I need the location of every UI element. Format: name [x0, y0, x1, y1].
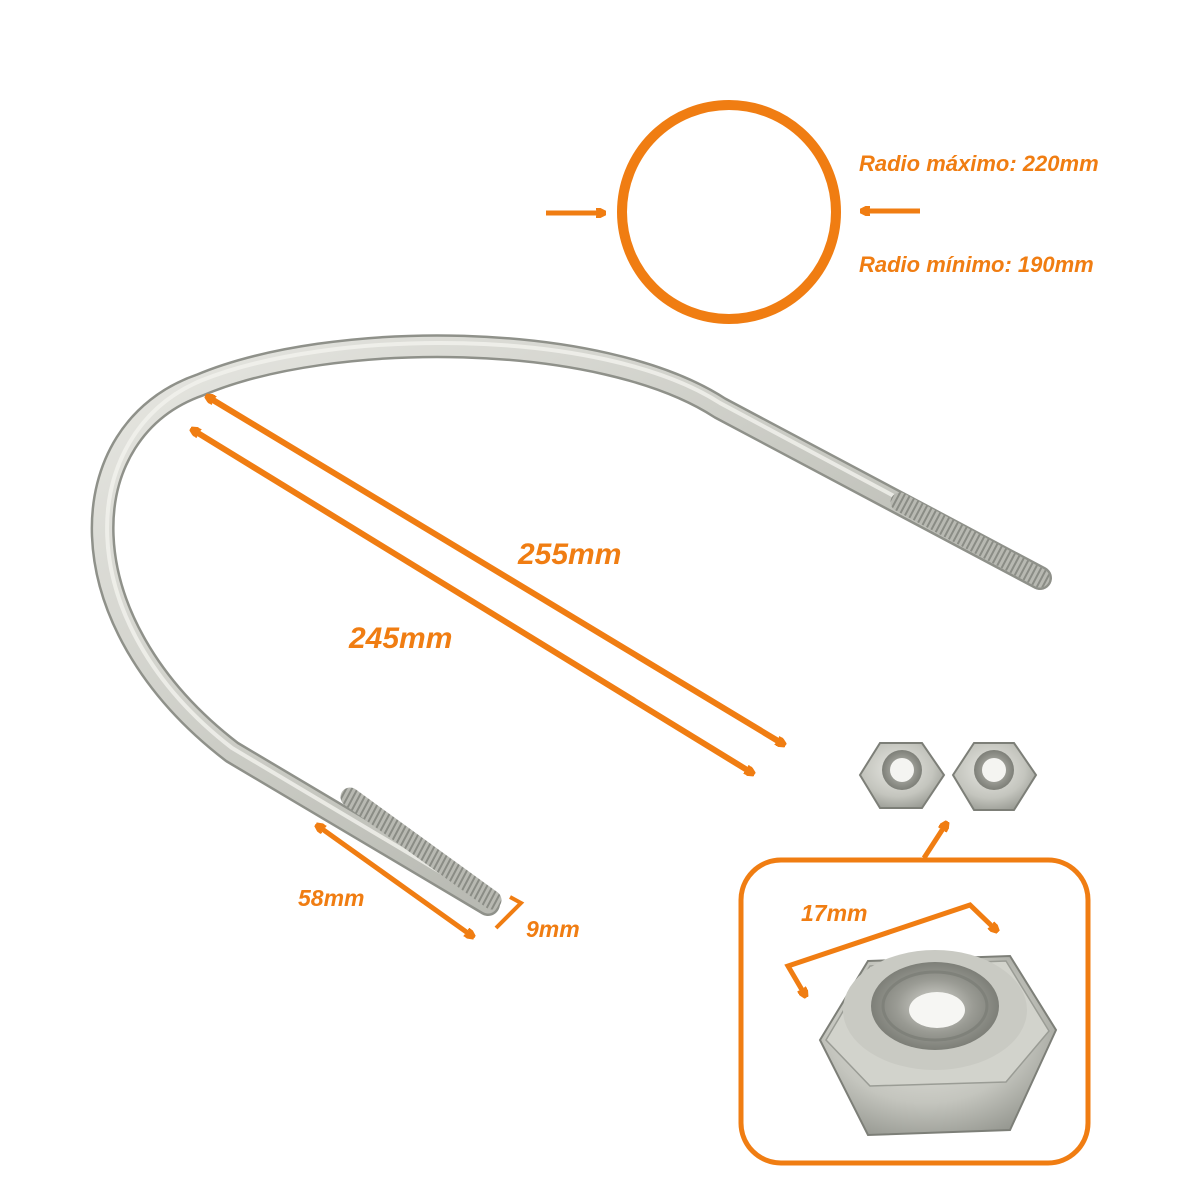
pipe-radius-diagram: Radio máximo: 220mm Radio mínimo: 190mm — [546, 100, 1099, 324]
u-bolt-shadow — [90, 334, 1052, 916]
outer-length-label: 255mm — [517, 538, 621, 571]
rod-diameter-label: 9mm — [526, 916, 580, 942]
nut-large-hole-inner — [909, 992, 965, 1028]
pipe-circle — [617, 100, 841, 324]
nut-width-label: 17mm — [801, 900, 867, 926]
nut-width-arrow-icon — [784, 902, 996, 995]
u-bolt — [90, 334, 1052, 916]
u-bolt-highlight — [105, 340, 1038, 900]
u-bolt-rod — [93, 336, 1050, 914]
inner-length-arrow-icon — [193, 430, 752, 773]
nut-small-2 — [951, 742, 1038, 811]
inner-length-label: 245mm — [348, 622, 452, 655]
min-radius-label: Radio mínimo: 190mm — [859, 252, 1094, 277]
max-radius-label: Radio máximo: 220mm — [859, 151, 1099, 176]
nut-hole-inner — [982, 758, 1006, 782]
nut-large-thread — [881, 970, 989, 1042]
callout-arrow-icon — [921, 824, 946, 860]
nut-detail-callout: 17mm — [738, 857, 1091, 1166]
thread-length-arrow-icon — [318, 826, 472, 936]
thread-right — [890, 492, 1050, 588]
length-dimensions: 255mm 245mm — [193, 397, 783, 773]
nut-small-1 — [858, 742, 946, 809]
nut-hole-inner — [890, 758, 914, 782]
rod-diameter-arrow-icon — [494, 895, 525, 930]
thread-length-label: 58mm — [298, 885, 364, 911]
thread-dimensions: 58mm 9mm — [298, 826, 580, 942]
outer-length-arrow-icon — [208, 397, 783, 744]
